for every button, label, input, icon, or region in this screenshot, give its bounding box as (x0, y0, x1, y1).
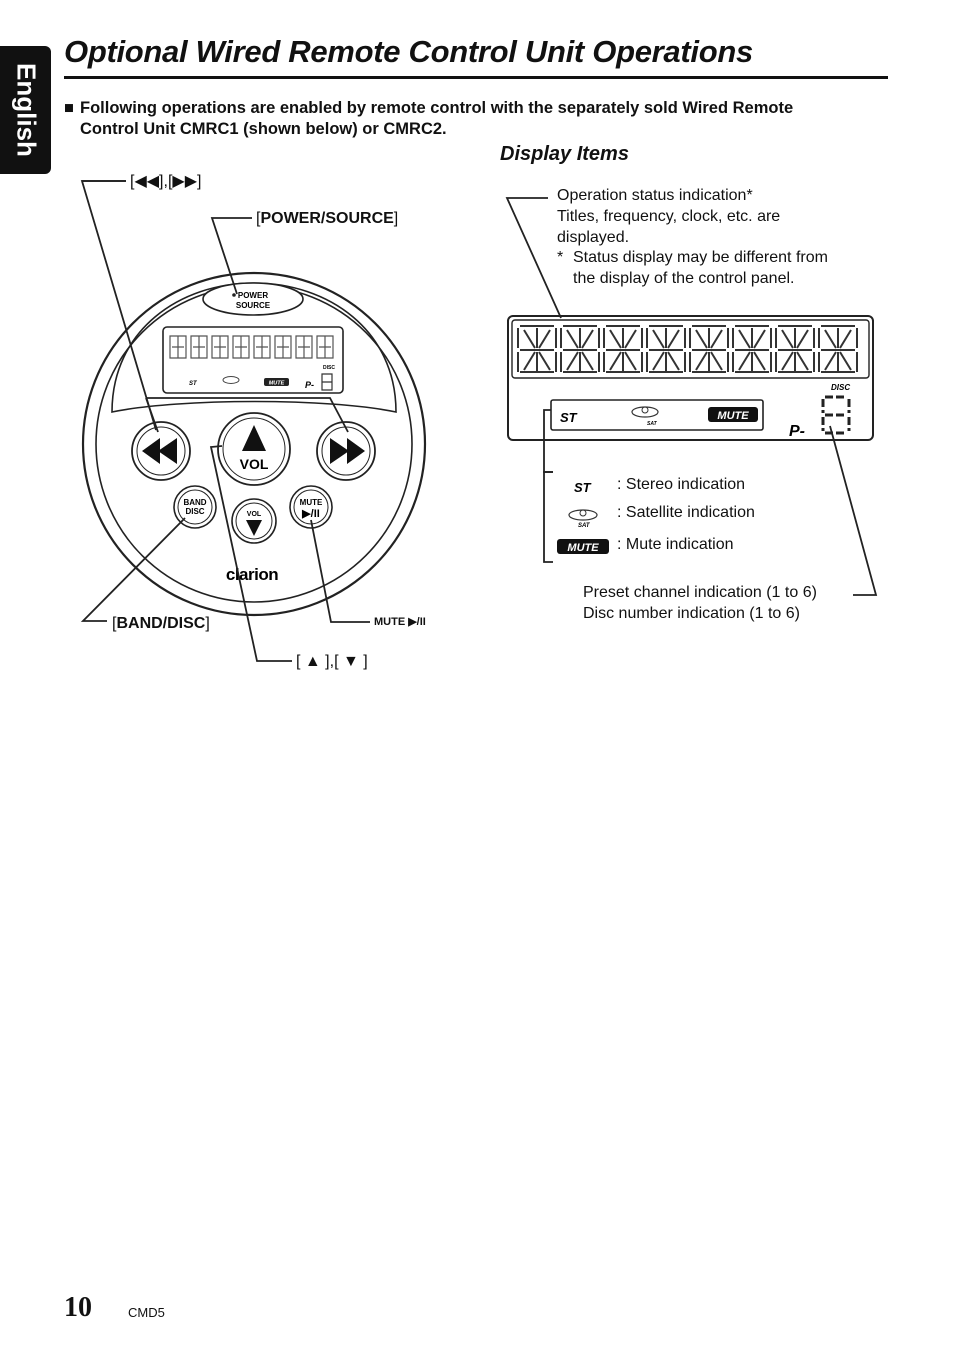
volume-up-icon (242, 425, 266, 451)
title-rule (64, 76, 888, 79)
power-source-button[interactable] (202, 282, 304, 316)
label-power-source-text: POWER/SOURCE (260, 210, 394, 227)
page-number: 10 (64, 1292, 92, 1323)
remote-lcd-mute-badge (264, 378, 289, 386)
remote-outer-ring (81, 271, 427, 617)
display-leader-lines (505, 197, 878, 596)
intro-line-2: Control Unit CMRC1 (shown below) or CMRC… (80, 120, 447, 138)
model-code: CMD5 (128, 1305, 165, 1320)
lcd-preset-digit (821, 395, 851, 435)
display-diagram: ST SAT MUTE DISC P- ST SAT MUTE (505, 197, 878, 596)
mute-label-1: MUTE (300, 498, 323, 507)
label-band-disc-text: BAND/DISC (116, 615, 206, 632)
remote-lcd-mute-text: MUTE (269, 381, 285, 387)
label-skip: [◀◀],[▶▶] (130, 173, 202, 190)
volume-down-icon (246, 520, 262, 536)
legend-sat-icon (568, 509, 598, 521)
legend-st-icon: ST (574, 480, 592, 495)
label-power-source: [POWER/SOURCE] (256, 210, 399, 227)
display-items-heading: Display Items (500, 143, 629, 165)
remote-lcd-sat-icon (222, 376, 240, 384)
legend-sat-desc: : Satellite indication (617, 504, 755, 521)
preset-note-2: Disc number indication (1 to 6) (583, 605, 800, 622)
lcd-preset: P- (789, 423, 805, 440)
remote-leader-lines (80, 180, 370, 662)
lcd-st: ST (560, 410, 578, 425)
note-asterisk: * (557, 249, 564, 266)
lcd-status-window (550, 399, 764, 431)
intro-paragraph: ■ Following operations are enabled by rem… (64, 98, 884, 140)
label-volume: [ ▲ ],[ ▼ ] (296, 653, 368, 670)
language-tab: English (0, 46, 51, 174)
band-disc-button[interactable] (173, 485, 217, 529)
legend-st-text: : Stereo indication (617, 476, 746, 493)
bullet-square: ■ (64, 99, 74, 117)
skip-forward-icon (330, 438, 365, 464)
intro-line-1: Following operations are enabled by remo… (80, 99, 794, 117)
label-band-disc: [BAND/DISC] (112, 615, 210, 632)
remote-lcd (162, 326, 344, 394)
legend-sat-text: SAT (578, 523, 591, 529)
band-disc-label-1: BAND (183, 498, 206, 507)
lcd-disc: DISC (831, 383, 850, 392)
skip-back-icon (142, 438, 177, 464)
label-mute-play: MUTE ▶/II (374, 616, 426, 628)
lcd-char-cells (517, 325, 858, 373)
lcd-mute-text: MUTE (717, 410, 749, 422)
remote-lcd-st: ST (189, 381, 198, 387)
remote-lcd-preset: P- (305, 380, 314, 390)
legend-mute-badge (557, 539, 609, 554)
remote-top-panel (111, 282, 397, 413)
lcd-mute-badge (708, 407, 758, 422)
power-source-label-1: POWER (238, 291, 268, 300)
power-source-label-2: SOURCE (236, 301, 271, 310)
remote-lcd-disc: DISC (323, 365, 335, 371)
preset-note-1: Preset channel indication (1 to 6) (583, 584, 817, 601)
legend-mute-icon: MUTE (567, 542, 599, 554)
note-titles-1: Titles, frequency, clock, etc. are (557, 208, 781, 225)
note-op-status: Operation status indication* (557, 187, 753, 204)
band-disc-label-2: DISC (185, 507, 204, 516)
volume-down-label: VOL (247, 511, 262, 518)
legend-mute-text: : Mute indication (617, 536, 734, 553)
mute-button[interactable] (289, 485, 333, 529)
page-title: Optional Wired Remote Control Unit Opera… (64, 34, 753, 69)
note-status-1: Status display may be different from (573, 249, 828, 266)
lcd-char-area (511, 319, 870, 379)
remote-lcd-segments (169, 335, 334, 391)
lcd-sat-text: SAT (647, 421, 658, 427)
mute-label-2: ▶/II (301, 508, 320, 520)
volume-up-label: VOL (240, 456, 269, 472)
note-titles-2: displayed. (557, 229, 630, 246)
remote-diagram: ST P- DISC MUTE POWER SOURCE VOL BAND DI… (80, 180, 427, 662)
note-status-2: the display of the control panel. (573, 270, 795, 287)
